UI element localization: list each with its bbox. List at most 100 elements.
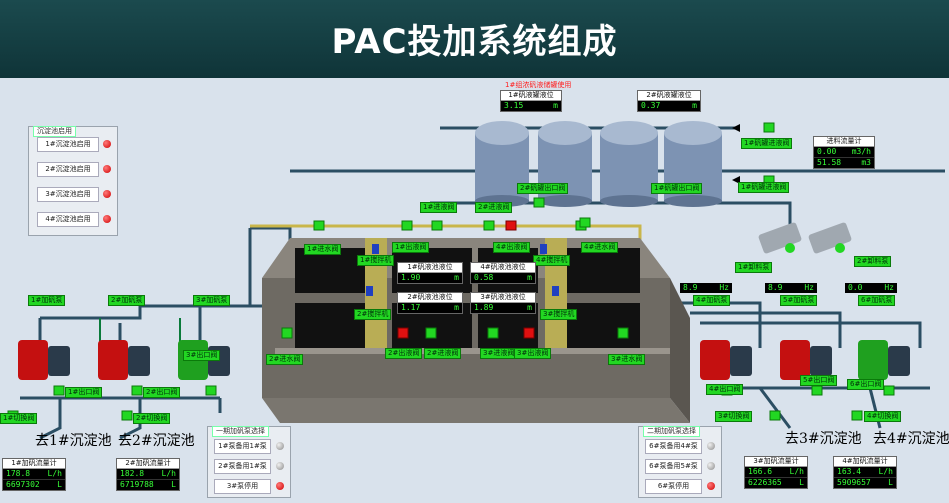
switch-valve-3[interactable]: 3#切换阀 <box>715 411 753 422</box>
dosing-pump-6[interactable]: 6#加矾泵 <box>858 295 896 306</box>
flow-meter-2-total-unit: L <box>171 480 176 489</box>
pump-4-outlet-valve[interactable]: 4#出口阀 <box>706 384 744 395</box>
dosing-tank-1-label: 1#矾液池液位 <box>398 263 462 273</box>
inlet-valve-3[interactable]: 3#进液阀 <box>480 348 518 359</box>
pump-1-outlet-valve[interactable]: 1#出口阀 <box>65 387 103 398</box>
flow-meter-4-rate-unit: L/h <box>878 467 893 476</box>
dosing-pump-1[interactable]: 1#加矾泵 <box>28 295 66 306</box>
tank-inlet-valve-2[interactable]: 1#矾罐进液阀 <box>738 182 790 193</box>
mixer-4[interactable]: 4#搅拌机 <box>533 255 571 266</box>
tank1-level-label: 1#矾液罐液位 <box>501 91 561 101</box>
group2-option-1-led <box>707 442 715 450</box>
group1-option-1[interactable]: 1#泵备用1#泵 <box>214 439 271 454</box>
flow-meter-3-total-unit: L <box>799 478 804 487</box>
group1-pump-select-panel: 一期加矾泵选择 1#泵备用1#泵 2#泵备用1#泵 3#泵停用 <box>207 426 291 498</box>
tank2-level-value: 0.37 <box>641 101 661 110</box>
water-inlet-valve-3[interactable]: 3#进水阀 <box>608 354 646 365</box>
pump-6-freq-unit: Hz <box>884 283 894 292</box>
flow-meter-1-title: 1#加矾流量计 <box>3 459 65 469</box>
page-title: PAC投加系统组成 <box>331 22 618 62</box>
flow-meter-4-total-unit: L <box>888 478 893 487</box>
tank-inlet-valve[interactable]: 1#矾罐进液阀 <box>741 138 793 149</box>
outlet-valve-2[interactable]: 2#出液阀 <box>385 348 423 359</box>
group1-option-2-led <box>276 462 284 470</box>
dosing-pump-5[interactable]: 5#加矾泵 <box>780 295 818 306</box>
storage-group-label: 1#组浓矾液储罐使用 <box>505 81 572 89</box>
dest-settling-4: 去4#沉淀池 <box>873 431 949 447</box>
flow-meter-2-rate: 182.8 <box>120 469 145 478</box>
tank2-level-unit: m <box>692 101 697 110</box>
pump-6-outlet-valve[interactable]: 6#出口阀 <box>847 379 885 390</box>
group2-option-2-led <box>707 462 715 470</box>
settling-4-button[interactable]: 4#沉淀池启用 <box>37 212 99 227</box>
water-inlet-valve-2[interactable]: 2#进水阀 <box>266 354 304 365</box>
mixer-2[interactable]: 2#搅拌机 <box>354 309 392 320</box>
flow-meter-1-rate-unit: L/h <box>47 469 62 478</box>
settling-1-button[interactable]: 1#沉淀池启用 <box>37 137 99 152</box>
dosing-pump-2[interactable]: 2#加矾泵 <box>108 295 146 306</box>
feed-meter-title: 进料流量计 <box>814 137 874 147</box>
mixer-3[interactable]: 3#搅拌机 <box>540 309 578 320</box>
water-inlet-valve-1[interactable]: 1#进水阀 <box>304 244 342 255</box>
mixer-1[interactable]: 1#搅拌机 <box>357 255 395 266</box>
settling-2-button[interactable]: 2#沉淀池启用 <box>37 162 99 177</box>
dosing-tank-3-label: 3#矾液池液位 <box>471 293 535 303</box>
dosing-inlet-valve-2[interactable]: 2#进液阀 <box>475 202 513 213</box>
pump-2-outlet-valve[interactable]: 2#出口阀 <box>143 387 181 398</box>
group2-option-2[interactable]: 6#泵备用5#泵 <box>645 459 702 474</box>
group2-panel-title: 二期加矾泵选择 <box>643 426 700 437</box>
group1-option-3[interactable]: 3#泵停用 <box>214 479 271 494</box>
pump-4-freq-unit: Hz <box>719 283 729 292</box>
switch-valve-1[interactable]: 1#切换阀 <box>0 413 38 424</box>
title-bar: PAC投加系统组成 <box>0 0 949 78</box>
flow-meter-3-title: 3#加矾流量计 <box>745 457 807 467</box>
dest-settling-1: 去1#沉淀池 <box>35 433 112 449</box>
group1-option-2[interactable]: 2#泵备用1#泵 <box>214 459 271 474</box>
dosing-tank-4-unit: m <box>527 273 532 282</box>
settling-3-button[interactable]: 3#沉淀池启用 <box>37 187 99 202</box>
dosing-tank-3-level: 3#矾液池液位 1.89 m <box>470 292 536 314</box>
flow-meter-4-rate: 163.4 <box>837 467 862 476</box>
tank-outlet-valve-2[interactable]: 2#矾罐出口阀 <box>517 183 569 194</box>
inlet-valve-2b[interactable]: 2#进液阀 <box>424 348 462 359</box>
unload-pump-1[interactable]: 1#卸料泵 <box>735 262 773 273</box>
settling-3-status-led <box>103 190 111 198</box>
dosing-tank-3-unit: m <box>527 303 532 312</box>
flow-meter-2-total: 6719788 <box>120 480 154 489</box>
water-inlet-valve-4[interactable]: 4#进水阀 <box>581 242 619 253</box>
group2-option-3[interactable]: 6#泵停用 <box>645 479 702 494</box>
unload-pump-2[interactable]: 2#卸料泵 <box>854 256 892 267</box>
outlet-valve-4[interactable]: 4#出液阀 <box>493 242 531 253</box>
right-pump-motors <box>700 340 910 380</box>
pump-3-outlet-valve[interactable]: 3#出口阀 <box>183 350 221 361</box>
group2-pump-select-panel: 二期加矾泵选择 6#泵备用4#泵 6#泵备用5#泵 6#泵停用 <box>638 426 722 498</box>
dosing-inlet-valve-1[interactable]: 1#进液阀 <box>420 202 458 213</box>
settling-panel-title: 沉淀池启用 <box>33 126 76 137</box>
pump-5-freq-unit: Hz <box>804 283 814 292</box>
pump-5-freq-value: 8.9 <box>768 283 783 292</box>
dosing-pump-3[interactable]: 3#加矾泵 <box>193 295 231 306</box>
tank-outlet-valve-1[interactable]: 1#矾罐出口阀 <box>651 183 703 194</box>
dosing-tank-4-label: 4#矾液池液位 <box>471 263 535 273</box>
feed-total-value: 51.58 <box>817 158 842 167</box>
dosing-tank-3-value: 1.89 <box>474 303 494 312</box>
dosing-pump-4[interactable]: 4#加矾泵 <box>693 295 731 306</box>
dosing-tank-1-value: 1.90 <box>401 273 421 282</box>
dosing-tank-4-value: 0.58 <box>474 273 494 282</box>
outlet-valve-1[interactable]: 1#出液阀 <box>392 242 430 253</box>
group2-option-1[interactable]: 6#泵备用4#泵 <box>645 439 702 454</box>
switch-valve-2[interactable]: 2#切换阀 <box>133 413 171 424</box>
tank2-level-label: 2#矾液罐液位 <box>638 91 700 101</box>
settling-2-status-led <box>103 165 111 173</box>
switch-valve-4[interactable]: 4#切换阀 <box>864 411 902 422</box>
pump-5-outlet-valve[interactable]: 5#出口阀 <box>800 375 838 386</box>
flow-meter-1-total: 6697302 <box>6 480 40 489</box>
outlet-valve-3[interactable]: 3#出液阀 <box>514 348 552 359</box>
storage-tanks <box>475 121 722 207</box>
